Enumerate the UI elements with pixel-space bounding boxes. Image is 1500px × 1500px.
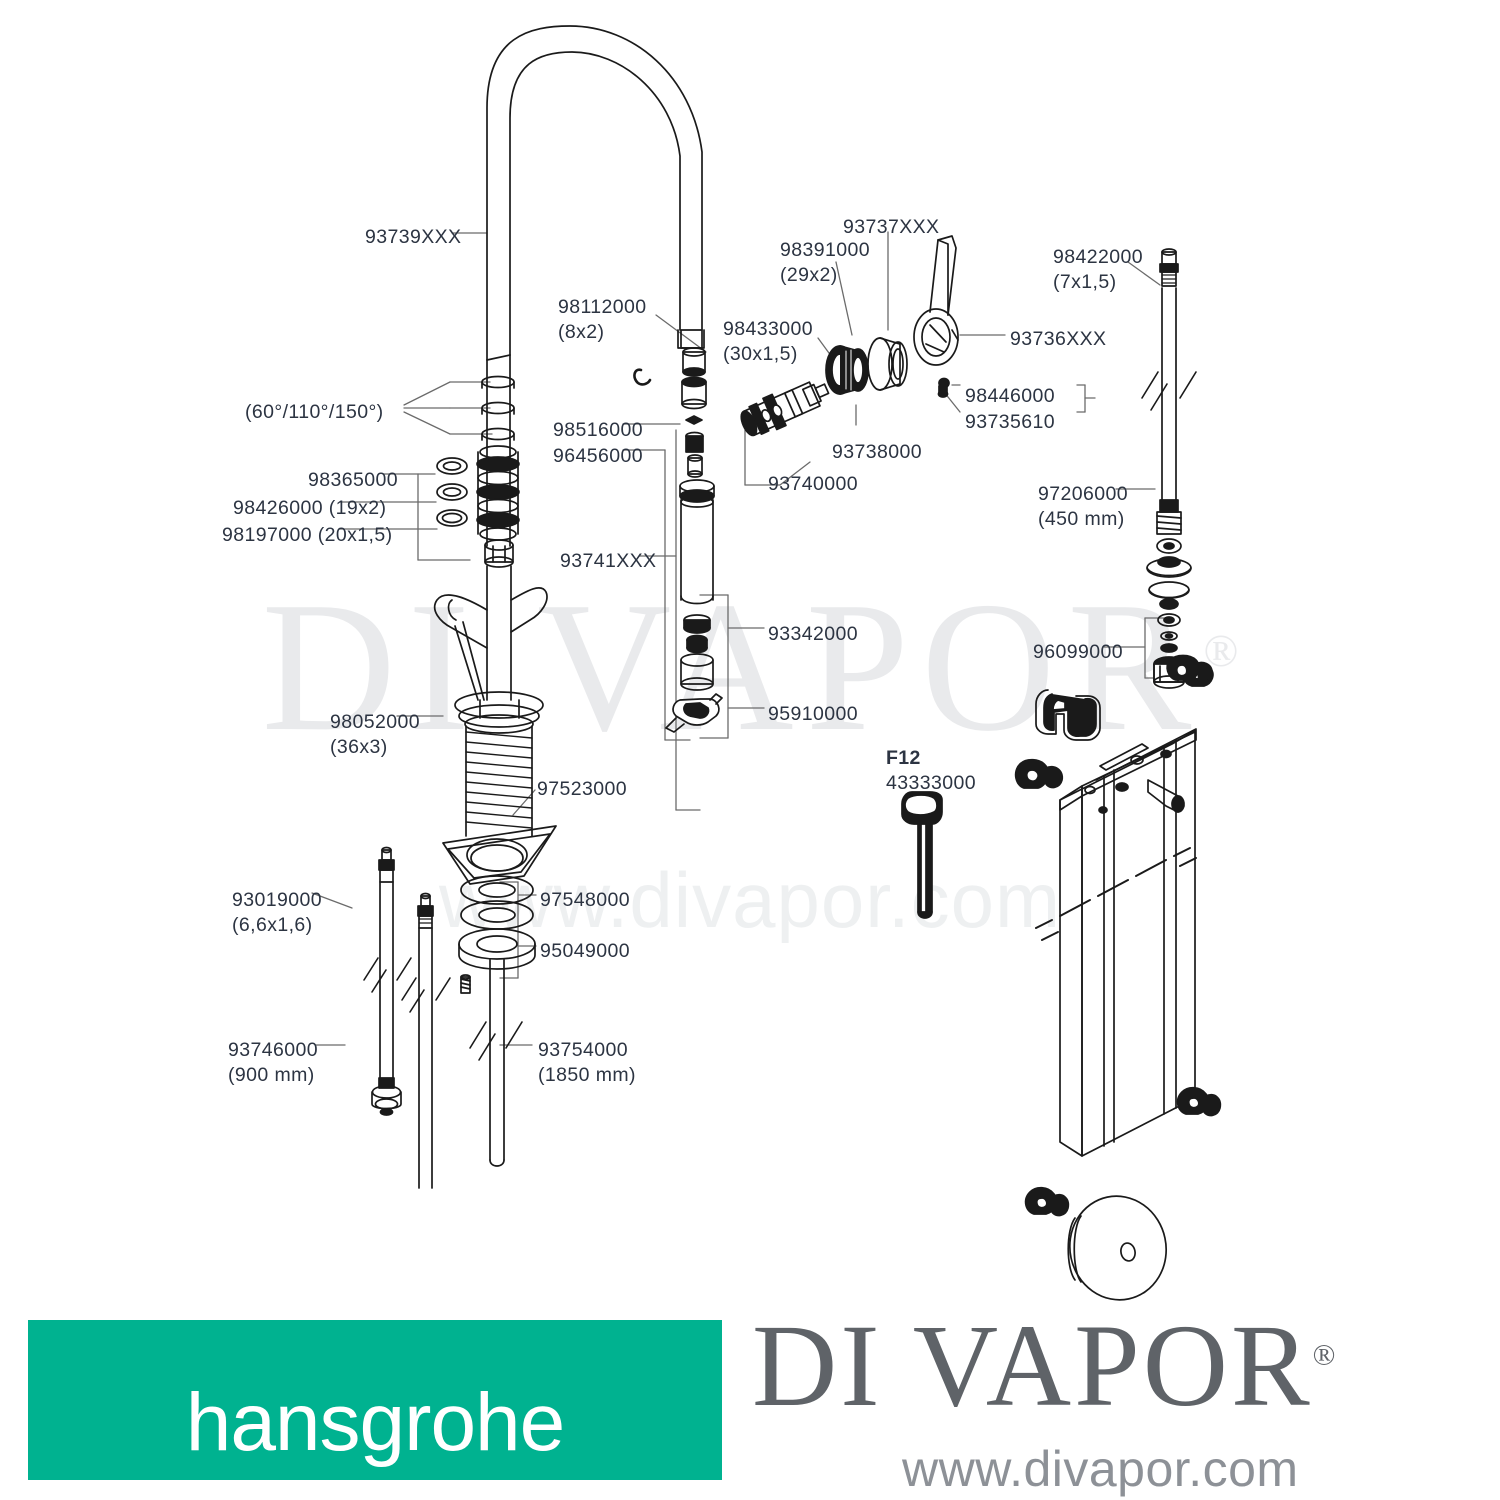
part-code: 98433000 [723,318,813,340]
part-label-oring-set-98365: 98365000 [308,468,398,493]
part-code: 97548000 [540,889,630,911]
part-spec: (29x2) [780,264,838,286]
part-label-oring-29x2: 98391000 (29x2) [780,238,870,288]
part-code: 98052000 [330,711,420,733]
divapor-logo: DI VAPOR® www.divapor.com [752,1290,1492,1500]
part-spec: (6,6x1,6) [232,914,313,936]
part-code: 97206000 [1038,483,1128,505]
part-label-oring-66x16: 93019000 (6,6x1,6) [232,888,322,938]
part-code: 96456000 [553,445,643,467]
part-label-retaining-ring: 98516000 [553,418,643,443]
part-code: 93746000 [228,1039,318,1061]
part-label-lever-handle: 93736XXX [1010,327,1106,352]
part-code: 98446000 [965,385,1055,407]
part-code: (60°/110°/150°) [245,401,384,423]
part-code: F12 [886,747,921,769]
part-label-hose-1850: 93754000 (1850 mm) [538,1038,636,1088]
part-label-hose-guide-set: 97206000 (450 mm) [1038,482,1128,532]
part-code: 95910000 [768,703,858,725]
part-label-pull-out-spray: 93741XXX [560,549,656,574]
part-spec: (30x1,5) [723,343,798,365]
divapor-wordmark: DI VAPOR® [752,1300,1336,1431]
part-code: 98516000 [553,419,643,441]
part-label-aerator-set: 93342000 [768,622,858,647]
part-label-thread-nut: 98052000 (36x3) [330,710,420,760]
part-code: 98112000 [558,296,647,318]
part-spec: (450 mm) [1038,508,1125,530]
part-label-angle-settings: (60°/110°/150°) [245,400,384,425]
part-label-sleeve: 96456000 [553,444,643,469]
part-spec: (1850 mm) [538,1064,636,1086]
part-code: 93736XXX [1010,328,1107,350]
part-code: 95049000 [540,940,630,962]
part-spec: (8x2) [558,321,605,343]
part-spec: (7x1,5) [1053,271,1117,293]
part-label-washer-set: 97548000 [540,888,630,913]
part-label-oring-30x15: 98433000 (30x1,5) [723,317,813,367]
part-label-mounting-plate: 97523000 [537,777,627,802]
part-label-spout-hose: 93739XXX [365,225,461,250]
part-label-handle-kit: 93735610 [965,410,1055,435]
part-label-handle-cover: 93737XXX [843,215,939,240]
part-code: 93741XXX [560,550,657,572]
part-code: 93737XXX [843,216,940,238]
part-code: 98422000 [1053,246,1143,268]
part-code: 93740000 [768,473,858,495]
part-code: 98365000 [308,469,398,491]
part-label-hose-900: 93746000 (900 mm) [228,1038,318,1088]
part-code: 96099000 [1033,641,1123,663]
part-code: 93739XXX [365,226,462,248]
part-label-seal-set-96099: 96099000 [1033,640,1123,665]
part-code: 93754000 [538,1039,628,1061]
part-label-aerator-key: 95910000 [768,702,858,727]
part-label-sleeve-nut: 93738000 [832,440,922,465]
part-label-oring-19x2: 98426000 (19x2) [233,496,386,521]
part-code: 97523000 [537,778,627,800]
part-code: 98426000 (19x2) [233,497,387,519]
part-label-oring-7x15: 98422000 (7x1,5) [1053,245,1143,295]
footer-logos: hansgrohe DI VAPOR® www.divapor.com [0,1290,1500,1500]
part-spec: (900 mm) [228,1064,315,1086]
hansgrohe-logo-box: hansgrohe [28,1320,722,1480]
part-code: 98391000 [780,239,870,261]
part-code: 93735610 [965,411,1055,433]
part-spec: (36x3) [330,736,388,758]
part-code: 93342000 [768,623,858,645]
watermark-divapor: DI VAPOR® [261,564,1239,770]
part-label-oring-8x2: 98112000 (8x2) [558,295,647,345]
part-label-seal-95049: 95049000 [540,939,630,964]
part-code: 93738000 [832,441,922,463]
part-label-screw-set: 98446000 [965,384,1055,409]
part-code: 98197000 (20x1,5) [222,524,393,546]
part-code: 93019000 [232,889,322,911]
watermark-url: www.divapor.com [439,856,1061,944]
part-label-f12-marker: F12 43333000 [886,746,976,796]
part-label-oring-20x15: 98197000 (20x1,5) [222,523,393,548]
hansgrohe-wordmark: hansgrohe [185,1377,566,1469]
part-label-cartridge: 93740000 [768,472,858,497]
divapor-url: www.divapor.com [902,1441,1299,1497]
part-spec: 43333000 [886,772,976,794]
